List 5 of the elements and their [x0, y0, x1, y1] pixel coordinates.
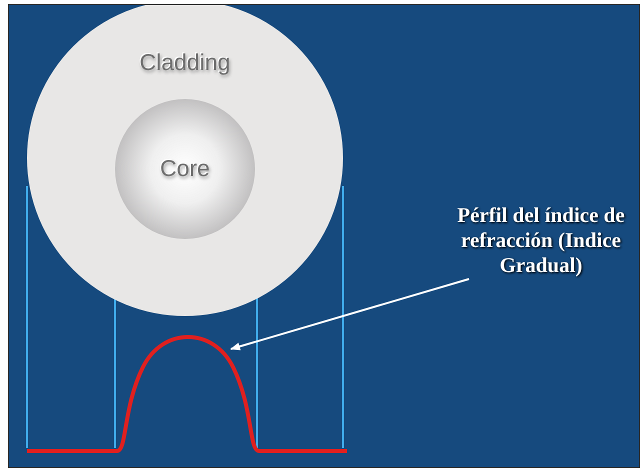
part-label: Cladding: [140, 49, 230, 76]
callout-text: Pérfil del índice de refracción (Indice Gradual): [456, 203, 626, 278]
cladding-disc: [27, 5, 343, 316]
leader-arrow: [230, 278, 470, 350]
part-label: Core: [160, 155, 210, 182]
